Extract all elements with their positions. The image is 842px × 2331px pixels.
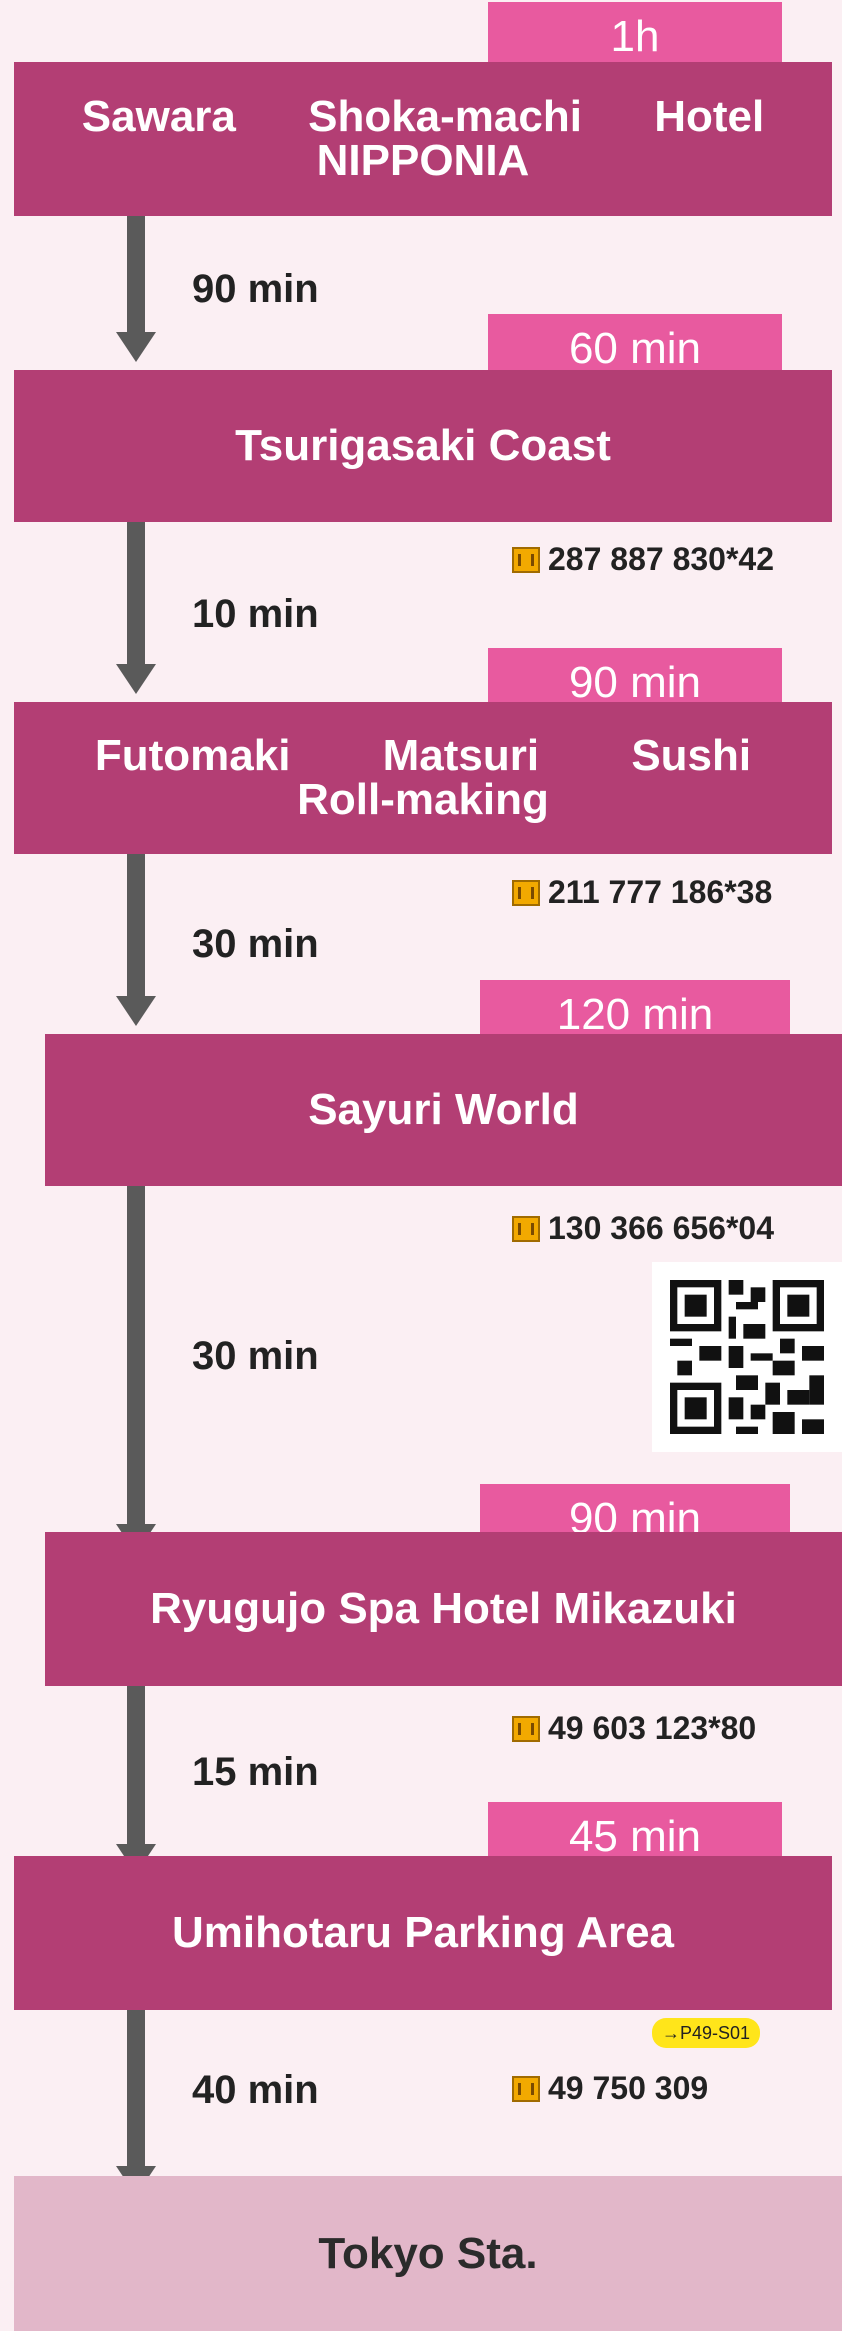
- travel-time: 10 min: [192, 592, 319, 636]
- travel-time: 90 min: [192, 267, 319, 311]
- stop-ryugujo-spa-hotel: Ryugujo Spa Hotel Mikazuki: [45, 1532, 842, 1686]
- travel-time: 30 min: [192, 922, 319, 966]
- mapcode: 49 603 123*80: [512, 1710, 756, 1747]
- final-stop-tokyo-station: Tokyo Sta.: [14, 2176, 842, 2331]
- mapcode: 49 750 309: [512, 2070, 708, 2107]
- mapcode-icon: [512, 1215, 540, 1242]
- stop-tsurigasaki-coast: Tsurigasaki Coast: [14, 370, 832, 522]
- stop-name-line1: Futomaki Matsuri Sushi: [94, 731, 752, 780]
- mapcode-icon: [512, 879, 540, 906]
- mapcode: 211 777 186*38: [512, 874, 772, 911]
- page-reference-badge[interactable]: →P49-S01: [652, 2018, 761, 2048]
- qr-code-icon: [670, 1280, 824, 1434]
- stop-name-line1: Sawara Shoka-machi Hotel: [81, 92, 765, 141]
- stop-name-line2: Roll-making: [297, 775, 549, 824]
- final-stop-name: Tokyo Sta.: [318, 2228, 538, 2278]
- travel-time: 15 min: [192, 1750, 319, 1794]
- travel-time: 30 min: [192, 1334, 319, 1378]
- stop-name: Sayuri World: [308, 1085, 579, 1134]
- mapcode-value: 130 366 656*04: [548, 1210, 774, 1246]
- mapcode-value: 287 887 830*42: [548, 541, 774, 577]
- stop-sayuri-world: Sayuri World: [45, 1034, 842, 1186]
- mapcode-value: 211 777 186*38: [548, 874, 773, 910]
- mapcode-value: 49 603 123*80: [548, 1710, 757, 1746]
- route-arrow: [127, 1186, 145, 1526]
- qr-code[interactable]: [652, 1262, 842, 1452]
- arrow-head-icon: [116, 996, 156, 1026]
- stop-name: Tsurigasaki Coast: [235, 421, 611, 470]
- mapcode: 130 366 656*04: [512, 1210, 774, 1247]
- mapcode-icon: [512, 546, 540, 573]
- stop-duration: 1h: [488, 2, 782, 72]
- route-arrow: [127, 522, 145, 666]
- stop-futomaki-matsuri-sushi: Futomaki Matsuri Sushi Roll-making: [14, 702, 832, 854]
- mapcode: 287 887 830*42: [512, 541, 774, 578]
- route-arrow: [127, 216, 145, 334]
- mapcode-icon: [512, 2075, 540, 2102]
- stop-umihotaru-parking-area: Umihotaru Parking Area: [14, 1856, 832, 2010]
- arrow-head-icon: [116, 664, 156, 694]
- stop-name: Umihotaru Parking Area: [171, 1908, 675, 1957]
- stop-name-line2: NIPPONIA: [316, 136, 530, 185]
- mapcode-icon: [512, 1715, 540, 1742]
- route-arrow: [127, 854, 145, 998]
- stop-name: Ryugujo Spa Hotel Mikazuki: [150, 1584, 737, 1633]
- arrow-head-icon: [116, 332, 156, 362]
- mapcode-value: 49 750 309: [548, 2070, 709, 2106]
- route-arrow: [127, 1686, 145, 1846]
- stop-sawara-hotel: Sawara Shoka-machi Hotel NIPPONIA: [14, 62, 832, 216]
- route-arrow: [127, 2010, 145, 2168]
- travel-time: 40 min: [192, 2068, 319, 2112]
